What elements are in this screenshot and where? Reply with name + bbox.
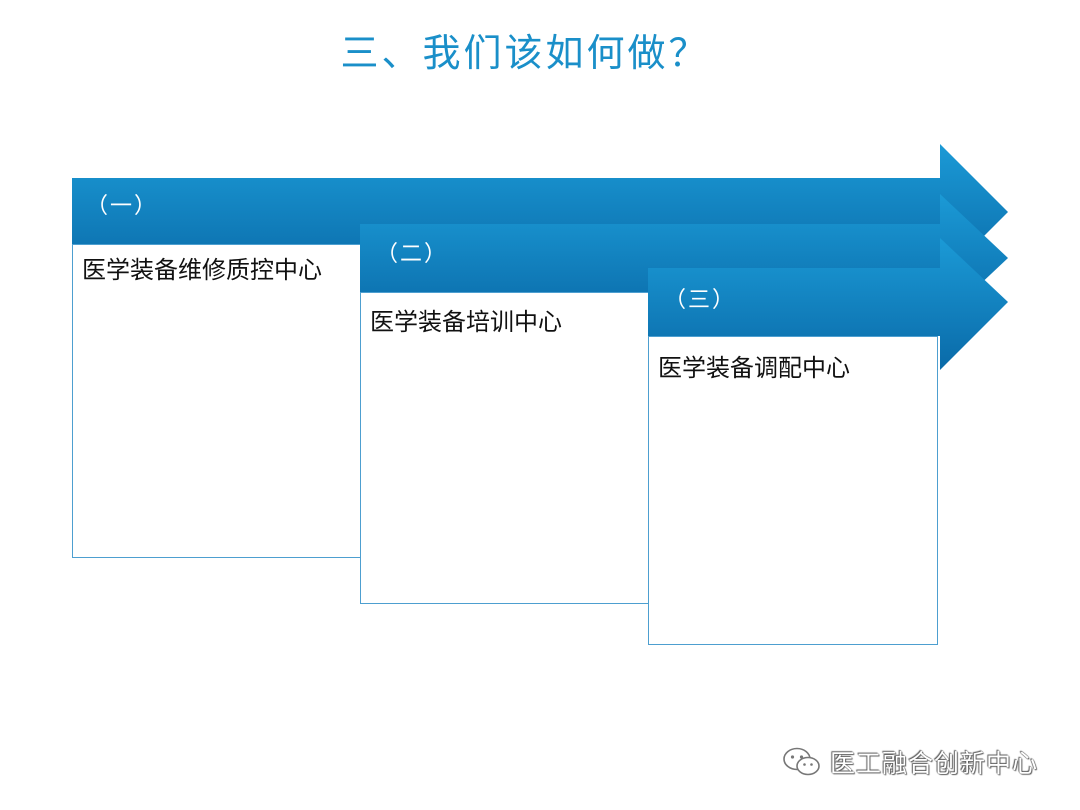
slide-title: 三、我们该如何做？ [340,31,710,75]
step-2-content-label: 医学装备培训中心 [370,308,562,336]
step-1-number: （一） [86,194,159,219]
step-3-content-label: 医学装备调配中心 [658,354,850,382]
step-2-content-box [360,292,652,604]
watermark-text: 医工融合创新中心 [830,749,1039,778]
step-3-number: （三） [664,288,737,313]
step-3-arrow-banner [648,238,1008,370]
step-2-number: （二） [376,242,449,267]
step-3-content-box [648,336,938,645]
step-1-content-box [72,244,364,558]
wechat-icon [783,747,820,776]
step-1-content-label: 医学装备维修质控中心 [82,256,322,284]
watermark: 医工融合创新中心 [782,744,1038,780]
